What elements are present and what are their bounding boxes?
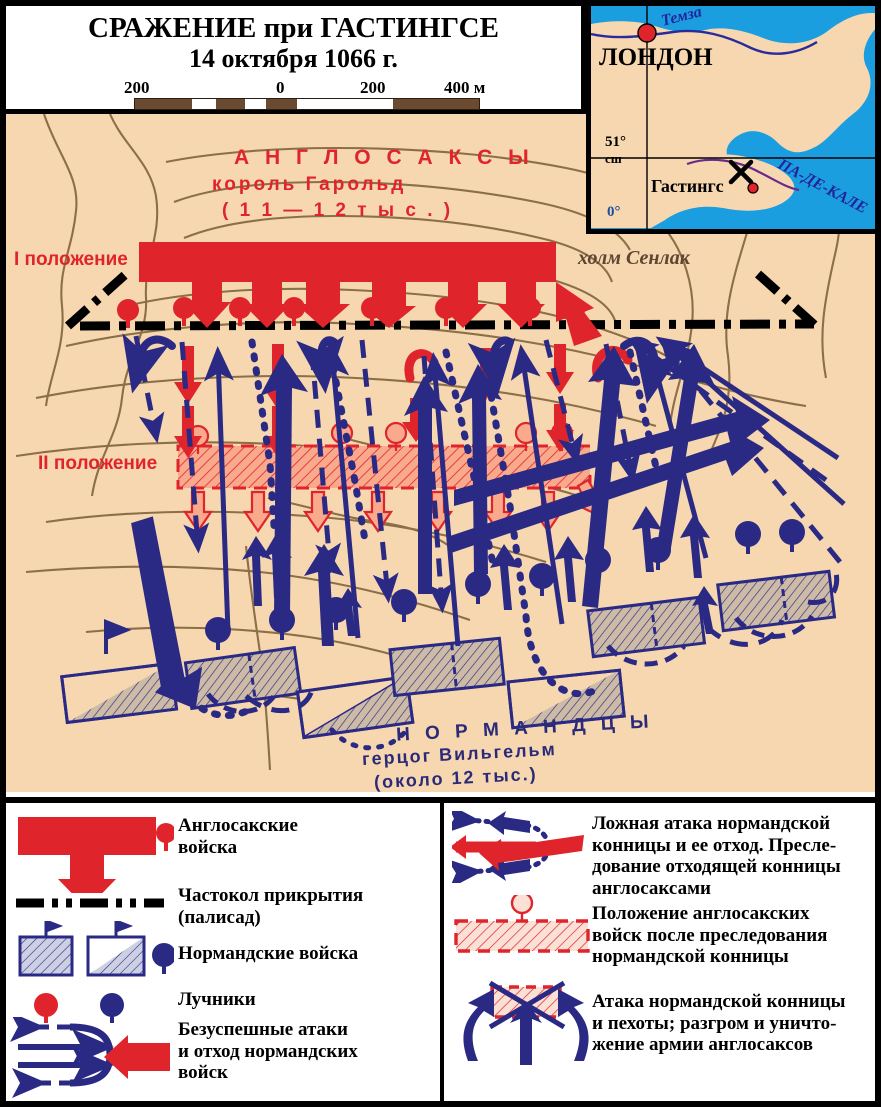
- legend-label-norman-troops: Нормандские войска: [178, 943, 359, 964]
- title-band: СРАЖЕНИЕ при ГАСТИНГСЕ 14 октября 1066 г…: [6, 6, 586, 114]
- legend-symbol-norman-troops: [18, 921, 174, 977]
- position-one-label: I положение: [14, 249, 128, 270]
- london-label: ЛОНДОН: [599, 44, 713, 71]
- hastings-label: Гастингс: [651, 176, 724, 196]
- longitude-label: 0°: [607, 204, 621, 220]
- legend-label-anglosaxon-troops: Англосакские войска: [178, 815, 298, 858]
- position-two-label: II положение: [38, 453, 158, 474]
- legend-symbol-anglosaxon-troops: [18, 817, 174, 893]
- norman-unit-blocks: [60, 569, 837, 740]
- scale-bar: 200 0 200 400 м: [124, 78, 490, 112]
- scale-bar-graphic: [134, 98, 480, 110]
- legend-symbol-palisade: [16, 898, 164, 908]
- legend-symbol-position-after-pursuit: [454, 895, 590, 953]
- anglosaxons-title: А Н Г Л О С А К С Ы: [234, 146, 534, 169]
- scale-tick-3: 400 м: [444, 78, 486, 97]
- anglosaxon-archers-first: [117, 297, 585, 328]
- legend-label-archers: Лучники: [178, 989, 256, 1010]
- norman-dotted-paths: [150, 336, 662, 719]
- page-title: СРАЖЕНИЕ при ГАСТИНГСЕ: [88, 12, 499, 44]
- page-subtitle: 14 октября 1066 г.: [189, 44, 398, 73]
- scale-tick-2: 200: [360, 78, 386, 97]
- scale-tick-0: 200: [124, 78, 150, 97]
- legend-symbol-failed-attacks: [10, 1017, 170, 1098]
- unit-arc-markers: [205, 614, 815, 751]
- palisade-line: [64, 270, 822, 332]
- senlac-hill-label: холм Сенлак: [578, 247, 690, 269]
- norman-retreat-dashed: [133, 335, 842, 614]
- latitude-unit-label: сш: [605, 151, 622, 166]
- legend-symbol-feint-attack: [452, 811, 584, 883]
- legend-label-final-attack: Атака нормандской конницы и пехоты; разг…: [592, 991, 846, 1056]
- legend-divider: [440, 803, 444, 1101]
- anglosaxons-leader: король Гарольд: [212, 174, 407, 195]
- legend-label-position-after-pursuit: Положение англосакских войск после пресл…: [592, 903, 828, 968]
- legend-label-palisade: Частокол прикрытия (палисад): [178, 885, 364, 928]
- norman-attack-arrows: [131, 344, 770, 710]
- unit-flags: [104, 619, 132, 654]
- location-inset-map: Темза ЛОНДОН 51° сш 0° Гастингс ПА-ДЕ-КА…: [586, 6, 875, 234]
- legend-label-failed-attacks: Безуспешные атаки и отход нормандских во…: [178, 1019, 358, 1084]
- norman-retreat-dashed-2: [244, 565, 840, 714]
- scale-tick-1: 0: [276, 78, 285, 97]
- legend-symbol-archers: [34, 993, 124, 1023]
- legend-symbol-final-attack: [463, 980, 589, 1065]
- latitude-label: 51°: [605, 134, 626, 150]
- norman-feint-hooks: [122, 333, 682, 404]
- anglosaxons-strength: ( 1 1 — 1 2 т ы с . ): [222, 200, 454, 221]
- inset-graphics: [591, 6, 875, 229]
- map-legend: Англосакские войска Частокол прикрытия (…: [6, 797, 875, 1101]
- legend-label-feint-attack: Ложная атака нормандской конницы и ее от…: [592, 813, 841, 899]
